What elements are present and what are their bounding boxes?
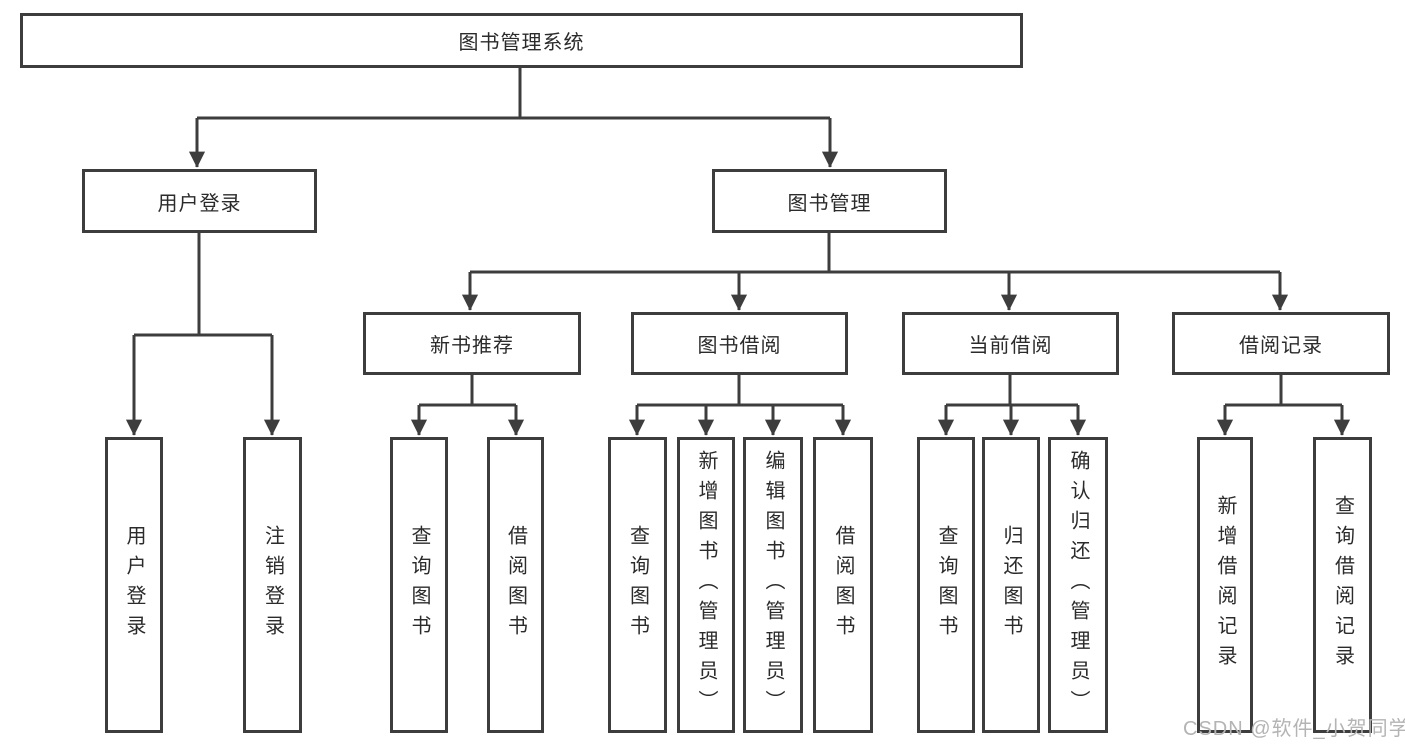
leaf-label: 确认归还（管理员）: [1067, 450, 1089, 720]
node-leaf-query-books-1: 查询图书: [390, 437, 448, 733]
node-leaf-borrow-books-1: 借阅图书: [487, 437, 544, 733]
leaf-label: 编辑图书（管理员）: [762, 450, 784, 720]
leaf-label: 借阅图书: [504, 525, 527, 645]
node-leaf-return-books: 归还图书: [982, 437, 1040, 733]
connector-trunks: [134, 68, 1342, 407]
node-root: 图书管理系统: [20, 13, 1023, 68]
node-user-login-label: 用户登录: [157, 192, 242, 215]
node-book-borrow-label: 图书借阅: [697, 335, 782, 357]
node-leaf-query-borrow-record: 查询借阅记录: [1313, 437, 1372, 733]
leaf-label: 查询图书: [408, 525, 430, 645]
leaf-label: 归还图书: [1000, 525, 1022, 645]
leaf-label: 新增借阅记录: [1214, 495, 1236, 675]
node-leaf-confirm-return-admin: 确认归还（管理员）: [1048, 437, 1108, 733]
node-new-book-recommend: 新书推荐: [363, 312, 581, 375]
node-book-borrow: 图书借阅: [631, 312, 848, 375]
node-borrow-records: 借阅记录: [1172, 312, 1390, 375]
node-current-borrow: 当前借阅: [902, 312, 1119, 375]
leaf-label: 查询借阅记录: [1331, 495, 1354, 675]
node-leaf-query-books-3: 查询图书: [917, 437, 975, 733]
leaf-label: 查询图书: [935, 525, 957, 645]
leaf-label: 查询图书: [626, 525, 649, 645]
node-leaf-edit-books-admin: 编辑图书（管理员）: [743, 437, 803, 733]
node-root-label: 图书管理系统: [458, 32, 585, 54]
csdn-watermark: CSDN @软件_小贺同学: [1183, 718, 1405, 740]
node-leaf-borrow-books-2: 借阅图书: [813, 437, 873, 733]
leaf-label: 借阅图书: [832, 525, 854, 645]
node-book-management-label: 图书管理: [787, 192, 872, 215]
node-current-borrow-label: 当前借阅: [968, 335, 1053, 357]
leaf-label: 新增图书（管理员）: [695, 450, 717, 720]
node-new-book-recommend-label: 新书推荐: [430, 335, 514, 357]
leaf-label: 用户登录: [123, 525, 145, 645]
node-book-management: 图书管理: [712, 169, 947, 233]
leaf-label: 注销登录: [261, 525, 284, 645]
node-leaf-query-books-2: 查询图书: [608, 437, 667, 733]
node-leaf-add-books-admin: 新增图书（管理员）: [677, 437, 735, 733]
node-user-login: 用户登录: [82, 169, 317, 233]
node-leaf-user-login: 用户登录: [105, 437, 163, 733]
node-leaf-logout: 注销登录: [243, 437, 302, 733]
node-borrow-records-label: 借阅记录: [1239, 335, 1323, 357]
node-leaf-add-borrow-record: 新增借阅记录: [1197, 437, 1253, 733]
